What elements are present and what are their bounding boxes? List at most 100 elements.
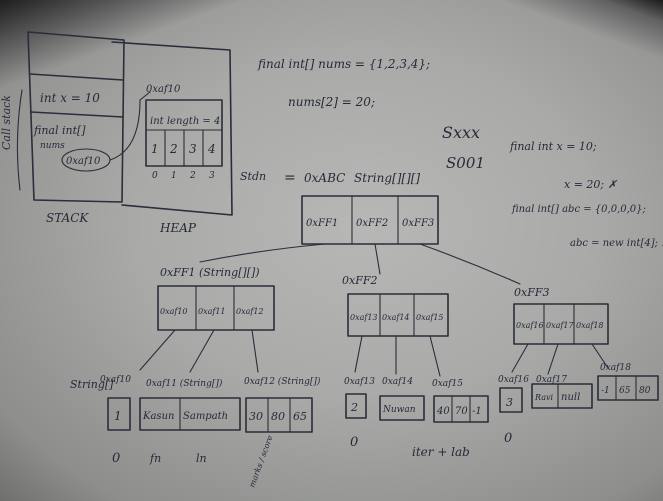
stack-final-line2: nums [40, 141, 65, 151]
leaf-value: 1 [114, 409, 122, 423]
node3-cell: 0xaf16 [516, 321, 544, 330]
connector [251, 329, 259, 373]
leaf-value: 65 [619, 386, 631, 396]
stack-box [27, 31, 125, 203]
top-type: String[][][] [354, 171, 420, 185]
right-final-x: final int x = 10; [509, 140, 597, 153]
leaf-value: -1 [472, 406, 482, 417]
leaf-value: 65 [293, 410, 307, 423]
top-cell: 0xFF1 [306, 218, 338, 229]
under-label: iter + lab [412, 445, 470, 459]
top-cell: 0xFF3 [402, 218, 434, 229]
under-label: fn [149, 452, 161, 465]
leaf-value: 40 [436, 406, 450, 417]
right-x20: x = 20; ✗ [564, 178, 618, 191]
leaf-box-a [107, 397, 131, 431]
string-arr-label: String[] [70, 378, 114, 391]
leaf-box-e [379, 395, 425, 421]
leaf-box-d [345, 393, 367, 419]
under-label: 0 [504, 431, 512, 446]
connector [139, 329, 176, 371]
heap-box [111, 41, 233, 216]
leaf-box-h [531, 383, 593, 409]
leaf-addr: 0xaf14 [382, 377, 413, 387]
node2-cell: 0xaf13 [350, 313, 378, 322]
leaf-box-b [139, 397, 241, 431]
leaf-box-g [499, 387, 523, 413]
stack-to-heap-arrow [109, 91, 151, 161]
node2-cell: 0xaf15 [416, 313, 444, 322]
heap-index: 2 [189, 171, 196, 181]
heap-label: HEAP [159, 221, 197, 235]
arrow-ff3 [419, 243, 521, 285]
heap-length: int length = 4 [150, 116, 220, 127]
leaf-value: Sampath [183, 411, 228, 422]
node1-label: 0xFF1 (String[][]) [160, 266, 260, 279]
arrow-ff1 [199, 243, 326, 263]
leaf-value: Nuwan [382, 405, 416, 415]
heap-cell: 4 [207, 142, 216, 156]
leaf-addr: 0xaf15 [432, 379, 463, 389]
node1-cell: 0xaf12 [236, 307, 264, 316]
code-line-2: nums[2] = 20; [288, 95, 375, 109]
heap-cell: 3 [189, 142, 197, 156]
node2-box [347, 293, 449, 337]
code-line-1: final int[] nums = {1,2,3,4}; [257, 57, 430, 71]
leaf-value: 70 [455, 406, 468, 417]
leaf-value: 30 [249, 410, 263, 423]
leaf-addr: 0xaf13 [344, 377, 375, 387]
stack-var-x: int x = 10 [40, 91, 100, 105]
leaf-value: 80 [639, 386, 651, 396]
leaf-value: 3 [506, 396, 513, 409]
top-ref: 0xABC [304, 171, 345, 185]
leaf-addr: 0xaf11 (String[]) [146, 378, 223, 389]
leaf-box-f [433, 395, 489, 423]
stack-divider-1 [29, 73, 124, 81]
heap-index: 1 [171, 171, 177, 181]
leaf-value: Ravi [534, 393, 553, 402]
connector [511, 343, 529, 373]
under-label: ln [196, 452, 207, 465]
s001: S001 [446, 154, 485, 172]
node2-cell: 0xaf14 [382, 313, 410, 322]
under-label: 0 [112, 451, 120, 466]
right-final-abc: final int[] abc = {0,0,0,0}; [511, 204, 646, 215]
under-label: 0 [350, 435, 358, 450]
leaf-value: 80 [271, 410, 285, 423]
connector [189, 329, 215, 373]
sxxx: Sxxx [442, 123, 480, 142]
top-array-box [301, 195, 439, 245]
connector [547, 343, 559, 375]
leaf-value: null [561, 392, 580, 403]
node1-cell: 0xaf11 [198, 307, 226, 316]
right-abc-new: abc = new int[4]; ✗ [570, 238, 663, 249]
heap-index: 3 [209, 171, 215, 181]
heap-index: 0 [152, 171, 158, 181]
leaf-box-c [245, 397, 313, 433]
stack-final-line1: final int[] [33, 124, 86, 137]
node1-box [157, 285, 275, 331]
leaf-addr: 0xaf16 [498, 375, 529, 385]
leaf-addr: 0xaf12 (String[]) [244, 376, 321, 387]
scribble: marks / score [247, 434, 274, 489]
student-label: Stdn [240, 170, 266, 183]
heap-cell: 1 [151, 142, 159, 156]
stack-ref: 0xaf10 [66, 156, 101, 167]
node3-label: 0xFF3 [514, 286, 549, 299]
leaf-addr: 0xaf10 [100, 375, 131, 385]
node3-cell: 0xaf18 [576, 321, 604, 330]
leaf-box-i [597, 375, 659, 401]
eq-sign: = [284, 170, 296, 186]
node1-cell: 0xaf10 [160, 307, 188, 316]
heap-addr: 0xaf10 [146, 84, 181, 95]
connector [429, 335, 441, 377]
connector [591, 343, 609, 369]
stack-divider-2 [30, 111, 124, 118]
leaf-value: 2 [350, 401, 358, 414]
node3-box [513, 303, 609, 345]
leaf-value: -1 [601, 386, 610, 396]
side-brace [16, 89, 23, 191]
